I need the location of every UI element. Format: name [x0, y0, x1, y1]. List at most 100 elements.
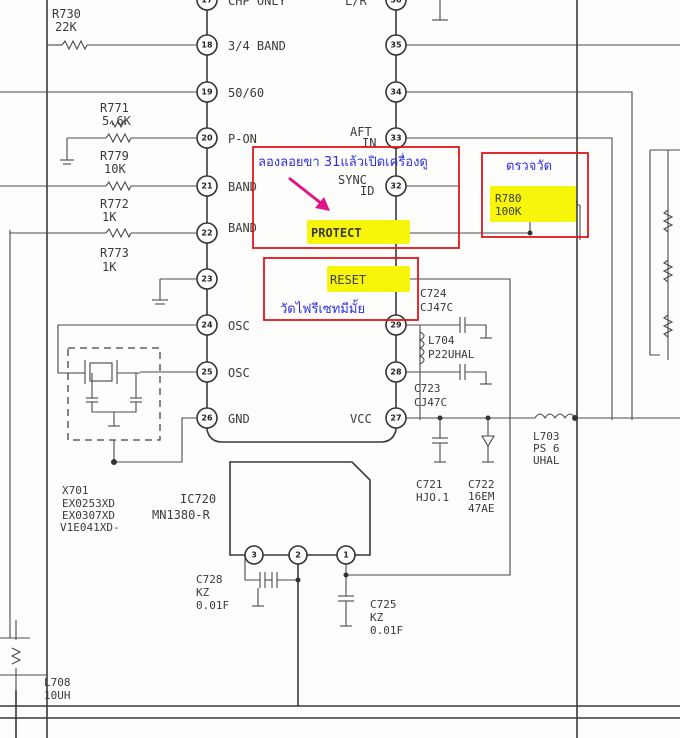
ic-pin-27-number: 27: [390, 414, 401, 423]
l703-ref: L703: [533, 430, 560, 443]
pin31-label: PROTECT: [311, 226, 362, 240]
annotation-measure: ตรวจวัด: [506, 159, 552, 174]
ic-pin-27: 27: [385, 407, 407, 429]
pin18-label: 3/4 BAND: [228, 39, 286, 53]
reset-highlight: [327, 266, 410, 292]
left-pin-group: 17 18 19 20 21 22 23 24 25 26: [196, 0, 218, 429]
l703-v2: UHAL: [533, 454, 560, 467]
right-pin-labels: L/R AFT IN SYNC ID PROTECT RESET VCC: [311, 0, 376, 426]
c723-ref: C723: [414, 382, 441, 395]
ic-pin-25-number: 25: [201, 368, 213, 377]
ic-pin-24: 24: [196, 314, 218, 336]
pin36-label: L/R: [345, 0, 367, 8]
c725-v2: 0.01F: [370, 624, 403, 637]
pin32-label-b: ID: [360, 184, 374, 198]
x701-ref: X701: [62, 484, 89, 497]
ic-pin-35: 35: [385, 34, 407, 56]
annotation-float-pin31: ลองลอยขา 31แล้วเปิดเครื่องดู: [258, 153, 428, 170]
l708-val: 10UH: [44, 689, 71, 702]
ic-pin-32-number: 32: [390, 182, 401, 191]
mn1380-pin-1-number: 1: [343, 551, 349, 560]
right-pin-group: 36353433323130292827: [385, 0, 407, 429]
ic-pin-18-number: 18: [201, 41, 213, 50]
ic-pin-17-number: 17: [201, 0, 212, 5]
ic-pin-26: 26: [196, 407, 218, 429]
r730-val: 22K: [55, 20, 77, 34]
ic-pin-22-number: 22: [201, 229, 212, 238]
r773-ref: R773: [100, 246, 129, 260]
ic720-body: [206, 0, 397, 443]
r772-ref: R772: [100, 197, 129, 211]
ic-pin-29-number: 29: [390, 321, 402, 330]
mn1380-pin-2: 2: [288, 545, 308, 565]
mn1380-pin-2-number: 2: [295, 551, 301, 560]
ic-pin-20-number: 20: [201, 134, 213, 143]
r780-ref: R780: [495, 192, 522, 205]
ic-pin-22: 22: [196, 222, 218, 244]
pin26-label: GND: [228, 412, 250, 426]
ic-pin-20: 20: [196, 127, 218, 149]
left-network: [0, 39, 196, 465]
pin22-label: BAND: [228, 221, 257, 235]
ic-pin-32: 32: [385, 175, 407, 197]
ic-pin-26-number: 26: [201, 414, 213, 423]
component-labels: R730 22K R771 5.6K R779 10K R772 1K R773…: [44, 7, 560, 702]
x701-p2: EX0307XD: [62, 509, 115, 522]
ic-pin-18: 18: [196, 34, 218, 56]
pin32-label-a: SYNC: [338, 173, 367, 187]
c724-val: CJ47C: [420, 301, 453, 314]
ic-pin-23: 23: [196, 268, 218, 290]
ic-pin-35-number: 35: [390, 41, 402, 50]
l703-v1: PS 6: [533, 442, 560, 455]
r780-highlight: [490, 186, 576, 222]
r771-ref: R771: [100, 101, 129, 115]
l704-val: P22UHAL: [428, 348, 475, 361]
ic-pin-34: 34: [385, 81, 407, 103]
r772-val: 1K: [102, 210, 117, 224]
x701-p3: V1E041XD-: [60, 521, 120, 534]
r779-val: 10K: [104, 162, 126, 176]
pin30-label: RESET: [330, 273, 366, 287]
ic-pin-21-number: 21: [201, 182, 213, 191]
r773-val: 1K: [102, 260, 117, 274]
r779-ref: R779: [100, 149, 129, 163]
ic-pin-34-number: 34: [390, 88, 402, 97]
ic720-part: MN1380-R: [152, 508, 211, 522]
c721-ref: C721: [416, 478, 443, 491]
ic-pin-28-number: 28: [390, 368, 402, 377]
ic-pin-19-number: 19: [201, 88, 213, 97]
c728-v2: 0.01F: [196, 599, 229, 612]
c725-ref: C725: [370, 598, 397, 611]
c728-v1: KZ: [196, 586, 210, 599]
x701-p1: EX0253XD: [62, 497, 115, 510]
pin20-label: P-ON: [228, 132, 257, 146]
pin19-label: 50/60: [228, 86, 264, 100]
ic-pin-23-number: 23: [201, 275, 212, 284]
c725-v1: KZ: [370, 611, 384, 624]
ic-pin-19: 19: [196, 81, 218, 103]
ic-pin-33: 33: [385, 127, 407, 149]
right-network: [346, 0, 680, 576]
c728-ref: C728: [196, 573, 223, 586]
left-pin-labels: CHP ONLY 3/4 BAND 50/60 P-ON BAND BAND O…: [228, 0, 287, 426]
reset-annotation-box: [263, 257, 419, 321]
ic-pin-29: 29: [385, 314, 407, 336]
l704-ref: L704: [428, 334, 455, 347]
c722-v1: 16EM: [468, 490, 495, 503]
pink-arrow-icon: [288, 176, 330, 211]
ic-pin-36: 36: [385, 0, 407, 11]
pin17-label: CHP ONLY: [228, 0, 287, 8]
mn1380-pin-3-number: 3: [251, 551, 257, 560]
annotation-reset-voltage: วัดไฟรีเซทมีมั้ย: [280, 299, 365, 317]
r780-val: 100K: [495, 205, 522, 218]
ic-pin-33-number: 33: [390, 134, 401, 143]
protect-annotation-box: [252, 146, 460, 249]
ic720-ref: IC720: [180, 492, 216, 506]
c721-val: HJO.1: [416, 491, 449, 504]
ic-pin-28: 28: [385, 361, 407, 383]
c724-ref: C724: [420, 287, 447, 300]
protect-highlight: [307, 220, 410, 244]
mn1380-pin-1: 1: [336, 545, 356, 565]
